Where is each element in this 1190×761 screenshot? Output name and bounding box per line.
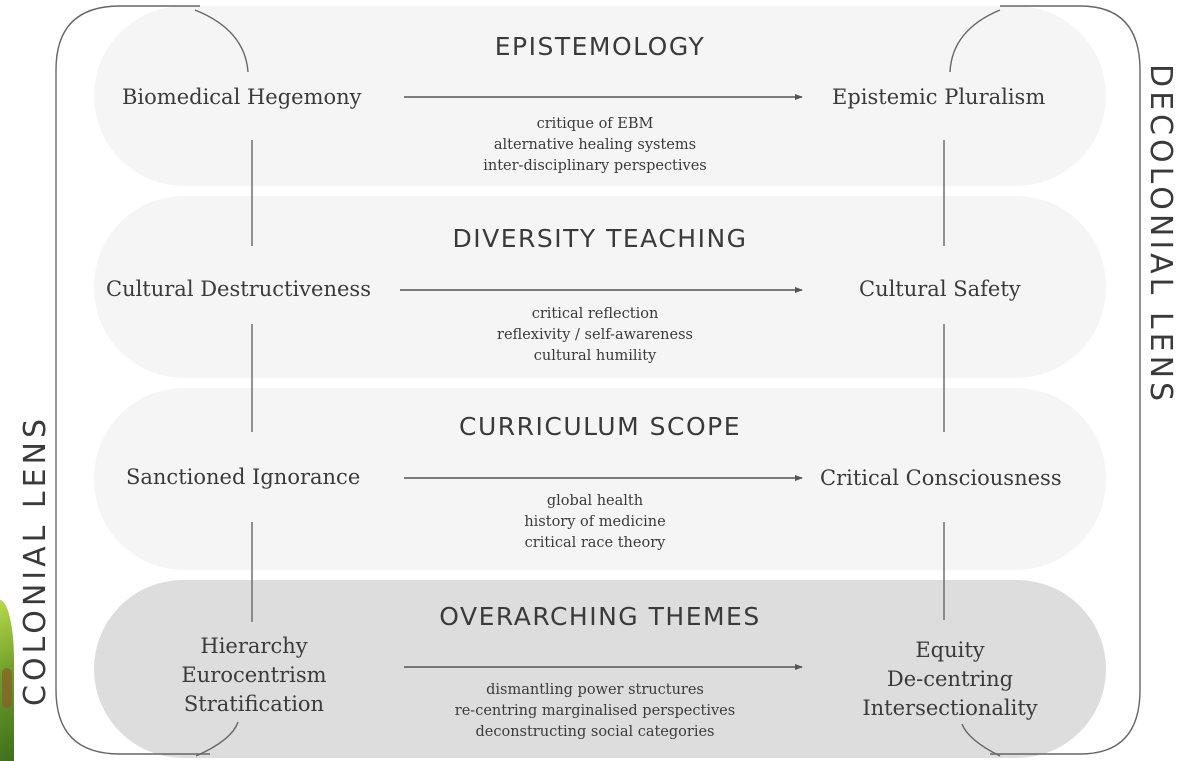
decolonial-term-epistemic-pluralism: Epistemic Pluralism (832, 85, 1046, 109)
band-diversity-teaching: DIVERSITY TEACHING (94, 196, 1106, 378)
list-item: dismantling power structures (486, 682, 704, 698)
colonial-lens-label: COLONIAL LENS (18, 414, 53, 706)
colonial-term: Eurocentrism (181, 663, 327, 687)
corner-arc-bottom-left (195, 721, 239, 757)
list-item: global health (546, 493, 644, 509)
decolonial-term: Intersectionality (862, 696, 1038, 720)
diversity-teaching-items: critical reflection reflexivity / self-a… (0, 304, 1190, 367)
list-item: reflexivity / self-awareness (497, 327, 693, 343)
decolonial-terms-overarching: Equity De-centring Intersectionality (850, 636, 1050, 723)
list-item: critical reflection (531, 306, 659, 322)
corner-arc-top-right (949, 9, 1001, 73)
list-item: history of medicine (524, 514, 666, 530)
colonial-term-cultural-destructiveness: Cultural Destructiveness (106, 277, 371, 301)
decolonial-term: Equity (915, 638, 985, 662)
list-item: deconstructing social categories (475, 724, 715, 740)
list-item: cultural humility (533, 348, 657, 364)
list-item: critical race theory (524, 535, 666, 551)
colonial-lens-bracket (55, 5, 210, 755)
list-item: re-centring marginalised perspectives (454, 703, 736, 719)
decolonial-term-critical-consciousness: Critical Consciousness (820, 466, 1062, 490)
band-epistemology: EPISTEMOLOGY (94, 6, 1106, 186)
decolonial-term: De-centring (886, 667, 1014, 691)
decolonial-lens-label: DECOLONIAL LENS (1143, 64, 1178, 406)
corner-arc-top-left (194, 9, 249, 73)
band-title: CURRICULUM SCOPE (459, 412, 741, 441)
leaf-spot (2, 668, 12, 708)
decolonial-term-cultural-safety: Cultural Safety (859, 277, 1021, 301)
list-item: alternative healing systems (493, 137, 697, 153)
band-title: EPISTEMOLOGY (494, 32, 706, 61)
corner-arc-bottom-right (961, 723, 1001, 757)
colonial-term: Hierarchy (200, 634, 308, 658)
epistemology-items: critique of EBM alternative healing syst… (0, 114, 1190, 177)
decolonial-lens-bracket (990, 5, 1141, 755)
band-overarching-themes: OVERARCHING THEMES (94, 580, 1106, 758)
list-item: critique of EBM (536, 116, 654, 132)
colonial-term: Stratification (183, 692, 325, 716)
band-title: OVERARCHING THEMES (439, 602, 761, 631)
colonial-terms-overarching: Hierarchy Eurocentrism Stratification (172, 632, 336, 719)
curriculum-scope-items: global health history of medicine critic… (0, 491, 1190, 554)
overarching-themes-items: dismantling power structures re-centring… (0, 680, 1190, 743)
list-item: inter-disciplinary perspectives (483, 158, 707, 174)
band-title: DIVERSITY TEACHING (452, 224, 748, 253)
band-curriculum-scope: CURRICULUM SCOPE (94, 388, 1106, 570)
colonial-term-biomedical-hegemony: Biomedical Hegemony (122, 85, 362, 109)
colonial-term-sanctioned-ignorance: Sanctioned Ignorance (126, 465, 361, 489)
